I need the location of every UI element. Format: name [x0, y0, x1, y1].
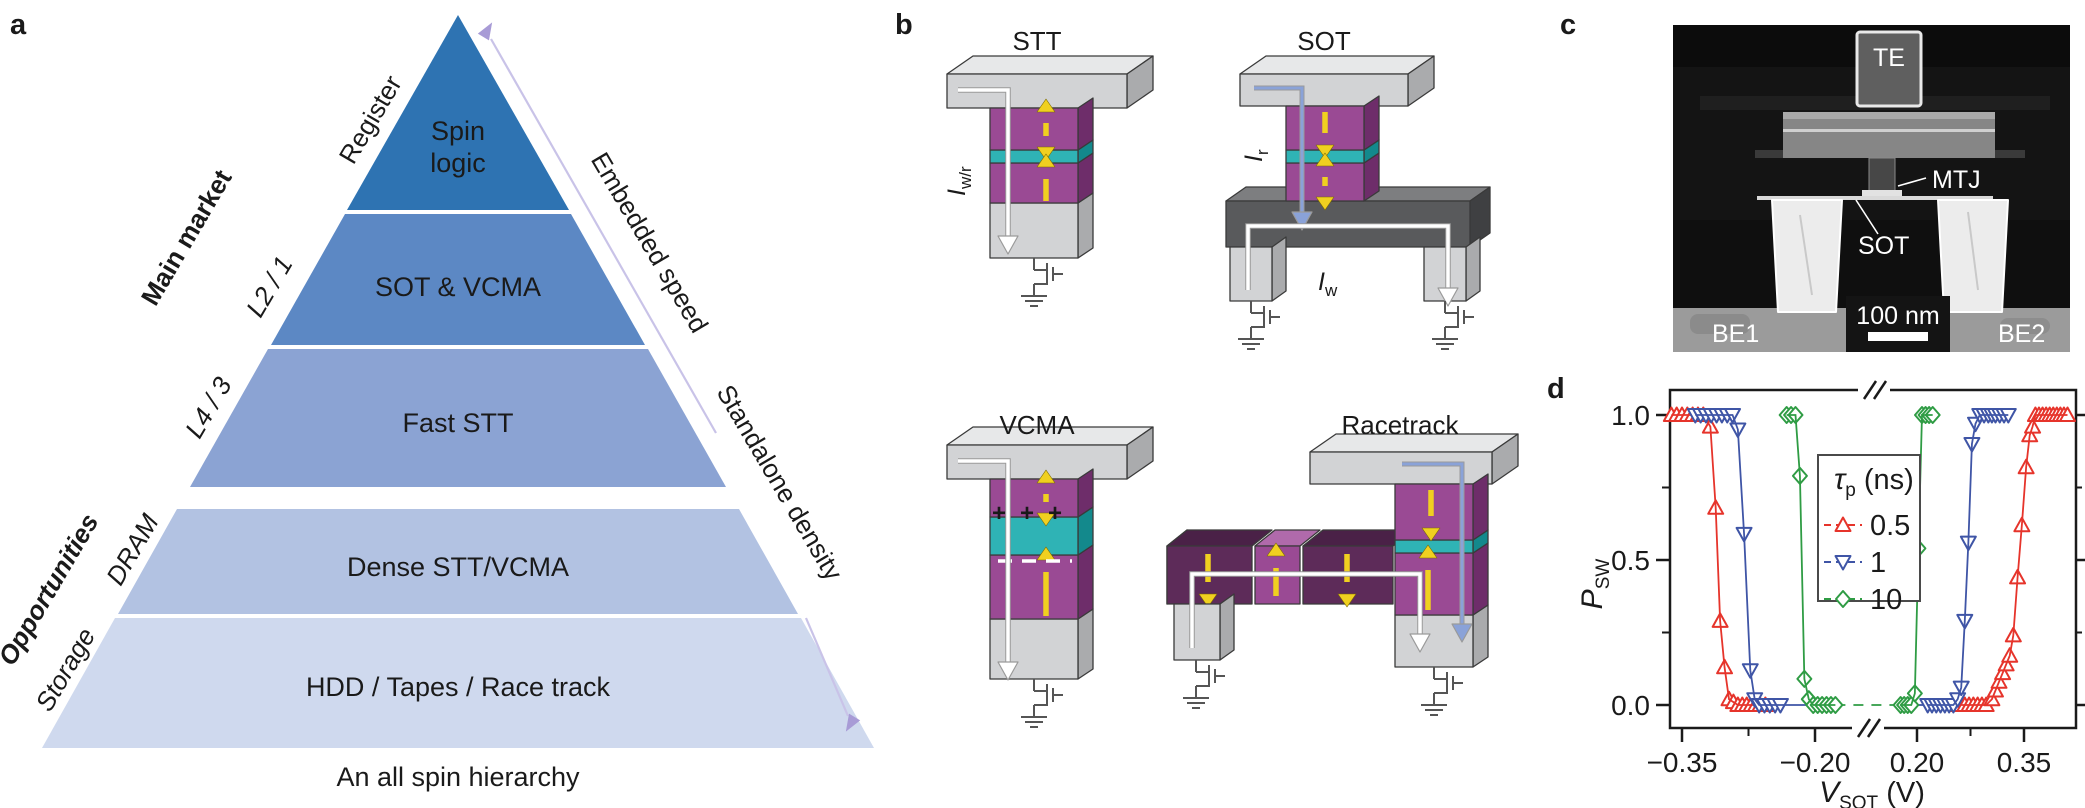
device-racetrack: [1166, 433, 1519, 716]
y-tick-label: 1.0: [1611, 400, 1650, 431]
group-label-main-market: Main market: [135, 164, 238, 310]
x-tick-label: 0.20: [1890, 747, 1945, 778]
legend-title: τp (ns): [1834, 463, 1914, 501]
x-tick-label: 0.35: [1997, 747, 2052, 778]
device-vcma: +++: [946, 426, 1154, 728]
pyramid-band-4: [42, 618, 874, 748]
pyramid-band-1: [271, 214, 645, 345]
pyramid-layer-label: Dense STT/VCMA: [347, 552, 569, 582]
y-tick-label: 0.0: [1611, 690, 1650, 721]
pyramid-layer-label: logic: [430, 148, 486, 178]
current-label-ir: Ir: [1240, 149, 1272, 162]
slope-arrows: [477, 22, 861, 732]
panel-a: a Spin logic SOT & VCMA Fast STT Dense S…: [0, 9, 874, 792]
svg-text:+++: +++: [992, 500, 1076, 527]
arrow-down-icon: [845, 713, 861, 732]
panel-c: c TE MTJ SOT BE1 BE2 100 nm: [1560, 9, 2070, 352]
panel-b-label: b: [895, 9, 913, 41]
x-tick-label: −0.20: [1780, 747, 1851, 778]
pyramid-band-0: [347, 15, 569, 210]
current-label-iwr: Iw/r: [943, 166, 975, 196]
panel-a-label: a: [10, 9, 27, 41]
device-title-stt: STT: [1012, 26, 1061, 56]
pyramid-layer-label: SOT & VCMA: [375, 272, 541, 302]
legend-entry-label: 0.5: [1870, 510, 1910, 542]
pyramid: [42, 15, 874, 748]
pyramid-caption: An all spin hierarchy: [336, 762, 580, 792]
tem-label-te: TE: [1873, 44, 1905, 72]
chart-legend: τp (ns) 0.5 1 10: [1817, 454, 1921, 616]
psw-chart: 1.0 0.5 0.0 −0.35 −0.20 0.20 0.35 τp (ns) 0.5 1 10: [1611, 380, 2085, 778]
pyramid-band-3: [118, 509, 798, 614]
panel-b: b +++ STT SOT VCMA Racetrack Iw/r Ir Iw: [895, 9, 1519, 728]
scale-bar-label: 100 nm: [1856, 302, 1939, 330]
device-title-vcma: VCMA: [999, 410, 1075, 440]
panel-c-label: c: [1560, 9, 1576, 41]
pyramid-layer-label: Spin: [431, 116, 485, 146]
tem-label-be1: BE1: [1712, 320, 1759, 348]
pyramid-level-l2-1: L2 / 1: [240, 251, 299, 322]
legend-entry-label: 1: [1870, 547, 1886, 579]
device-sot: [1225, 55, 1491, 350]
current-label-iw: Iw: [1318, 268, 1338, 300]
device-title-racetrack: Racetrack: [1341, 410, 1459, 440]
y-tick-label: 0.5: [1611, 545, 1650, 576]
device-schematics: +++: [946, 55, 1519, 728]
tem-label-be2: BE2: [1998, 320, 2045, 348]
tem-label-sot: SOT: [1858, 232, 1909, 260]
device-stt: [946, 55, 1154, 307]
tem-micrograph: [1673, 25, 2070, 352]
pyramid-layer-label: Fast STT: [402, 408, 513, 438]
tem-label-mtj: MTJ: [1932, 166, 1981, 194]
x-axis-label: VSOT (V): [1819, 776, 1925, 808]
pyramid-band-2: [190, 349, 726, 487]
arrow-up-icon: [477, 22, 493, 41]
y-axis-label: PSW: [1576, 559, 1614, 610]
panel-d-label: d: [1547, 373, 1565, 405]
device-title-sot: SOT: [1297, 26, 1351, 56]
pyramid-layer-label: HDD / Tapes / Race track: [306, 672, 611, 702]
x-tick-label: −0.35: [1647, 747, 1718, 778]
legend-entry-label: 10: [1870, 584, 1902, 616]
